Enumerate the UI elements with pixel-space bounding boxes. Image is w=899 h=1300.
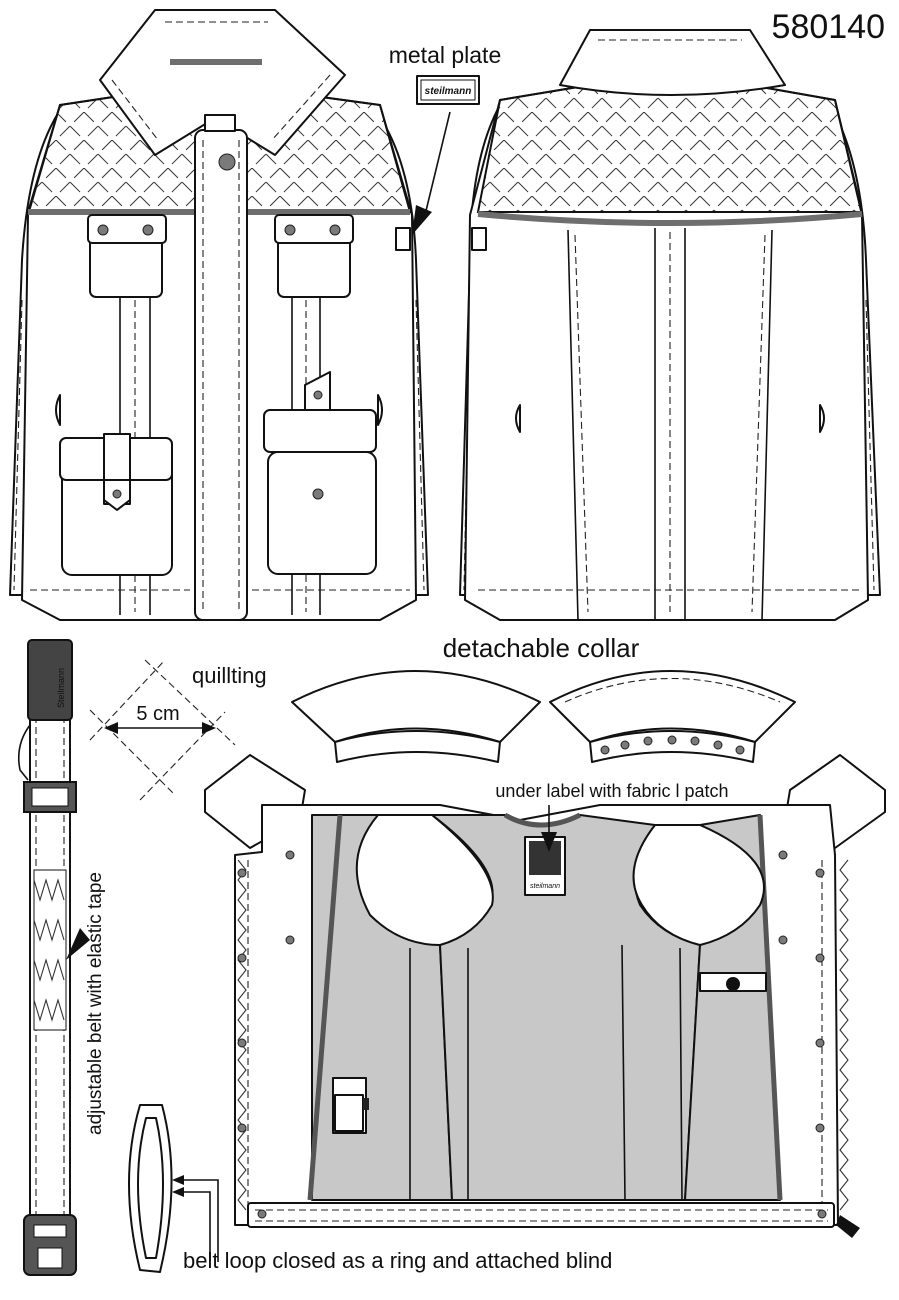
collar-outer-band [334,730,501,763]
jacket-inside-view: steilmann under label with fabric l patc… [204,754,886,1238]
zipper-pull [836,1215,860,1238]
left-chest-pocket [89,234,163,298]
adjustable-belt-label: adjustable belt with elastic tape [85,872,106,1135]
metal-plate-arrow-line [424,111,451,216]
inside-hem-band [247,1202,835,1228]
metal-plate-label: metal plate [389,42,502,68]
back-yoke-stripe [477,211,863,226]
back-quilted-yoke [476,84,864,213]
belt-loop-detail: belt loop closed as a ring and attached … [128,1104,612,1273]
belt-buckle-brand: Steilmann [56,668,66,708]
collar-inner-band [589,730,756,763]
quilting-line-c [89,659,166,741]
under-label-brand: steilmann [530,883,560,890]
detachable-collar-detail: detachable collar [291,633,796,763]
collar-snaps [600,735,745,755]
quilting-label: quillting [192,663,267,688]
belt-loop-label: belt loop closed as a ring and attached … [183,1248,612,1273]
collar-outer-quilted [291,670,541,743]
right-lower-pocket-flap [263,409,377,453]
detachable-collar-label: detachable collar [443,633,640,663]
quilting-line-b [89,709,176,796]
back-collar [559,29,786,96]
right-lower-pocket [267,451,377,575]
metal-plate-callout: metal plate steilmann [389,42,502,235]
jacket-front-view [9,9,429,621]
metal-plate-logo [416,75,480,105]
belt-loop-arrow-1 [176,1179,219,1262]
belt-buckle-top [27,639,73,721]
right-zipper [839,859,849,1211]
collar-inner [549,670,796,743]
quilting-detail: quillting 5 cm [89,659,267,801]
metal-plate-arrowhead [412,205,432,235]
adjustable-belt: Steilmann adjustable belt with elastic t… [17,639,106,1276]
left-zipper [237,859,247,1211]
metal-plate-brand: steilmann [425,86,472,97]
belt-arrowhead [66,928,90,960]
inside-pocket-button [726,977,740,991]
left-chest-pocket-flap [87,214,167,244]
jacket-back-view [459,29,881,621]
quilting-size-label: 5 cm [136,703,179,725]
belt-loop-arrow-2 [176,1191,211,1262]
sleeve-metal-plate [395,227,411,251]
under-label-label: under label with fabric l patch [495,781,728,801]
right-chest-pocket-flap [274,214,354,244]
style-number: 580140 [772,8,885,46]
right-chest-pocket [277,234,351,298]
placket-snap [218,153,236,171]
facing-snaps [237,850,825,1133]
quilting-line-a [144,659,236,746]
